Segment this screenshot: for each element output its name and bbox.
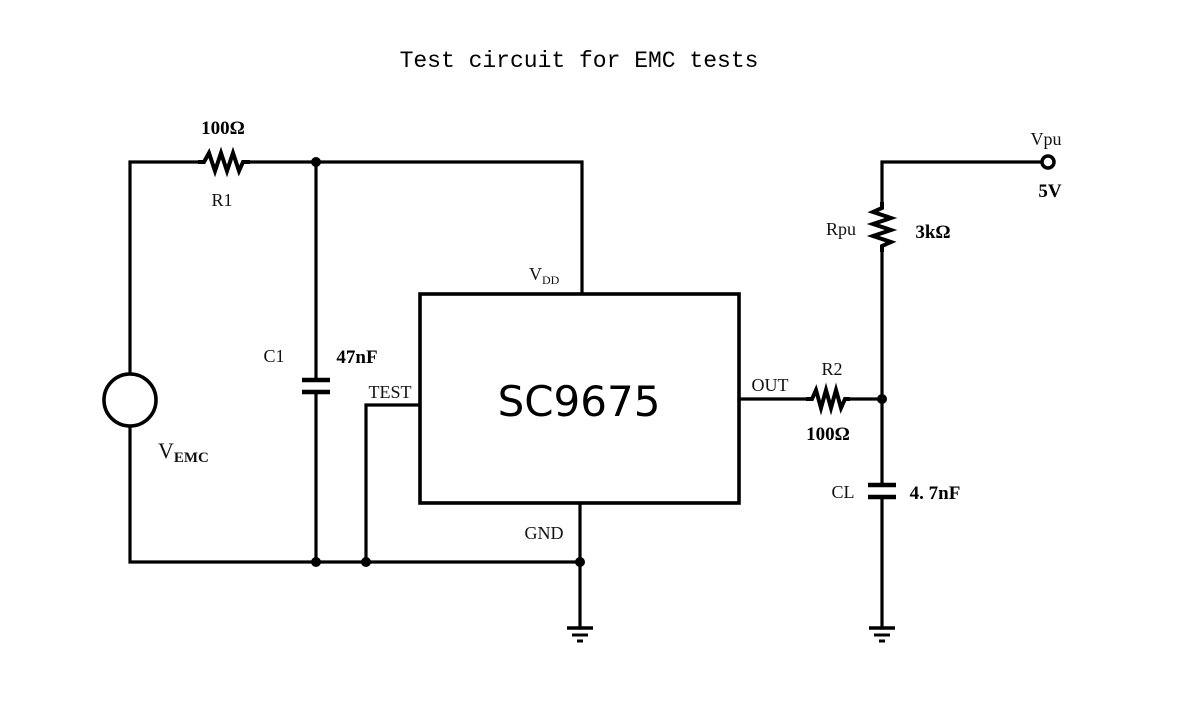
r2-label: R2 [821,359,842,379]
cl-value: 4. 7nF [910,483,961,504]
vpu-terminal-icon [1040,154,1056,170]
junction-dot [311,157,321,167]
pin-vdd-label: VDD [529,264,560,287]
rpu-value: 3kΩ [915,222,950,243]
vemc-label: VEMC [158,438,209,466]
junction-dot [575,557,585,567]
resistor-r1 [198,146,250,178]
wires-right [737,160,1044,630]
wires-left [128,160,584,630]
pin-out-label: OUT [752,375,789,395]
c1-label: C1 [263,346,284,366]
voltage-source-icon [102,372,158,428]
resistor-rpu [866,202,898,252]
ground-icon [869,626,895,643]
capacitor-c1 [302,377,330,395]
r2-value: 100Ω [806,424,850,445]
junction-dot [361,557,371,567]
r1-value: 100Ω [201,118,245,139]
r1-label: R1 [211,190,232,210]
pin-test-label: TEST [369,382,412,402]
capacitor-cl [868,482,896,500]
junction-dot [877,394,887,404]
diagram-title: Test circuit for EMC tests [400,48,759,74]
cl-label: CL [831,482,854,502]
ic-name: SC9675 [498,377,661,426]
ground-icon [567,626,593,643]
vpu-value: 5V [1038,181,1062,202]
pin-gnd-label: GND [525,523,564,543]
resistor-r2 [806,382,850,416]
vpu-label: Vpu [1031,129,1062,149]
junction-dot [311,557,321,567]
c1-value: 47nF [336,347,377,368]
rpu-label: Rpu [826,219,856,239]
